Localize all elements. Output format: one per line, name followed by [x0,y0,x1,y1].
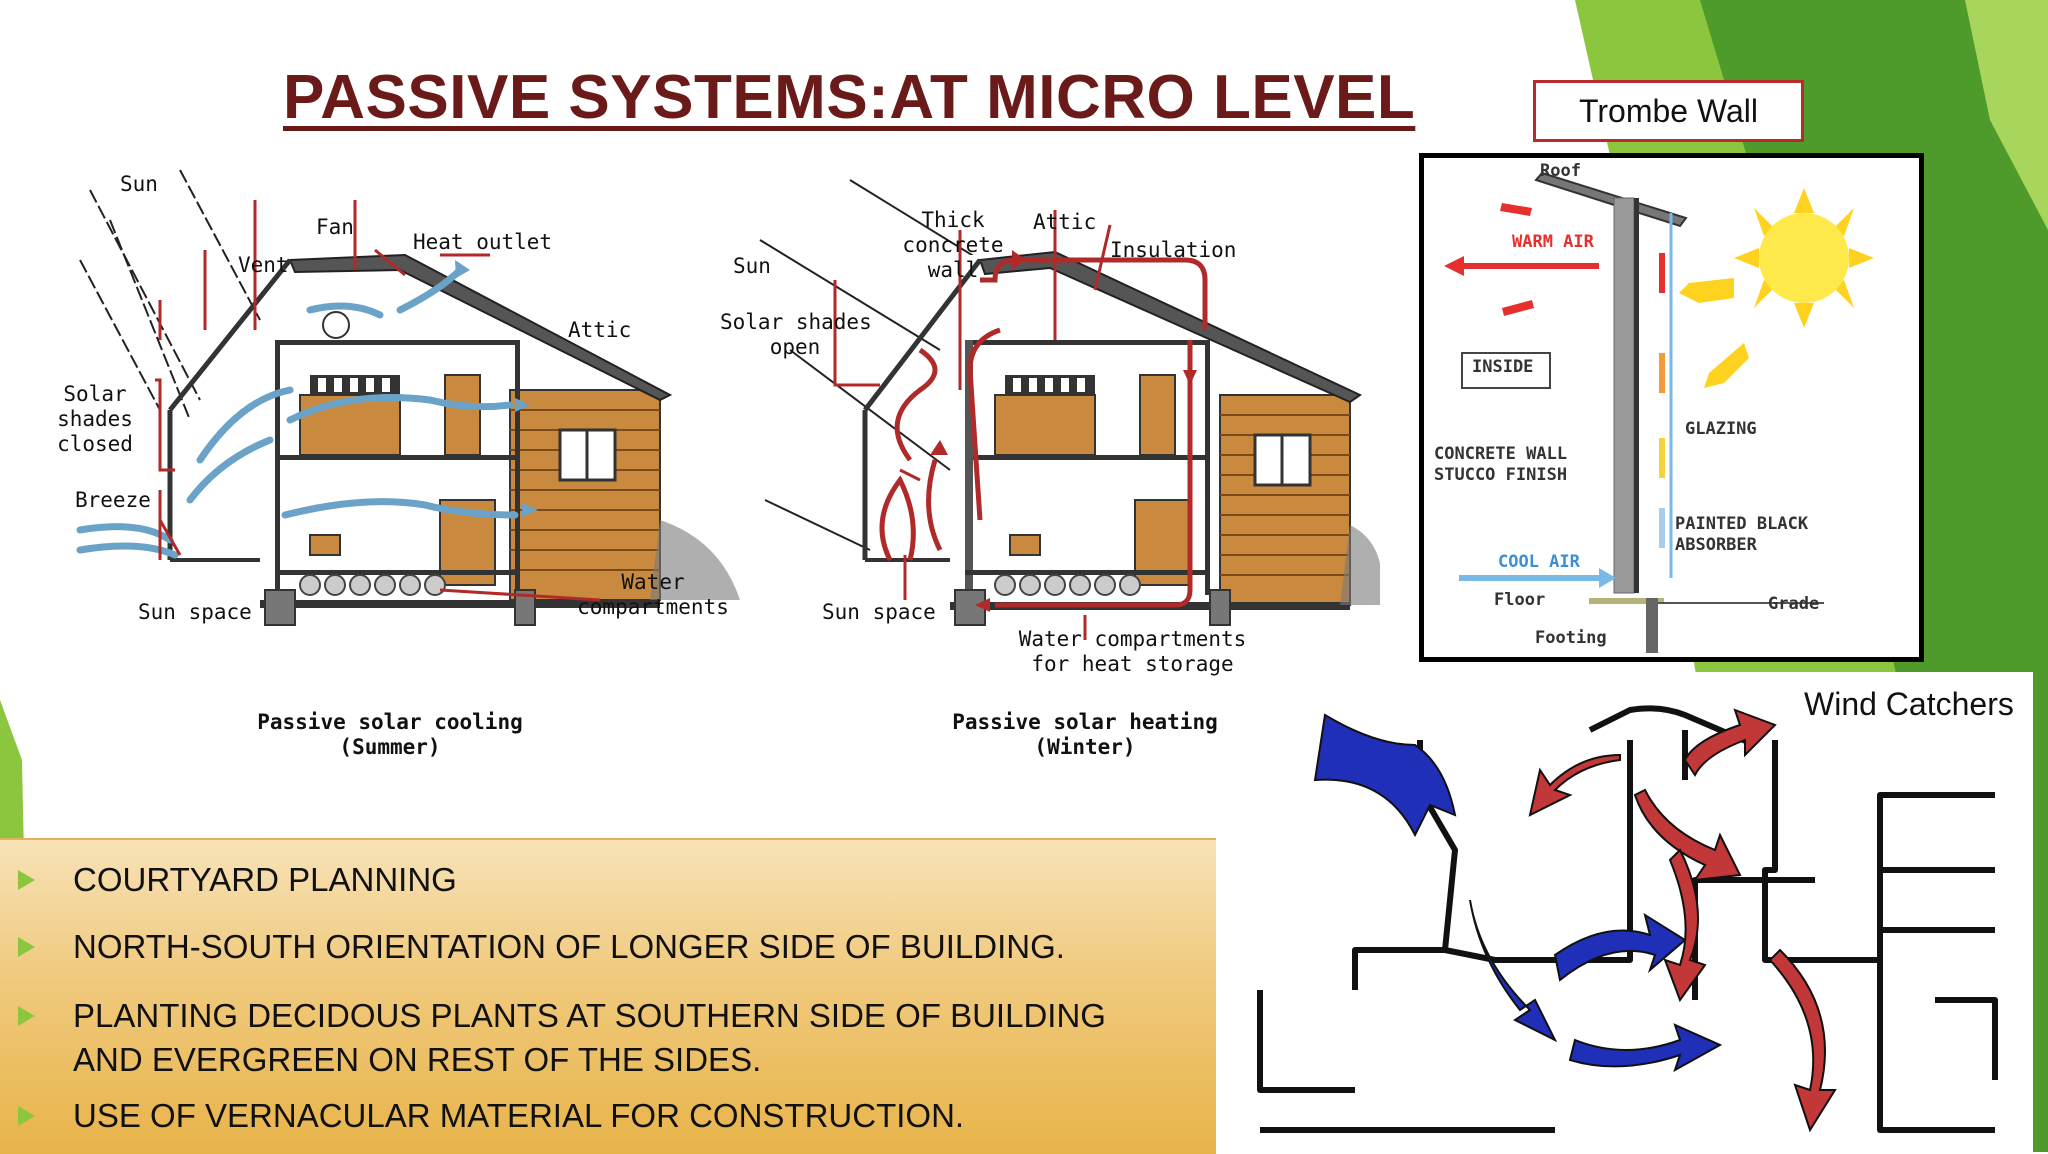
bullet-arrow-icon [18,870,35,890]
solar-shades-line-2: shades [57,407,133,431]
trombe-wall-title: Trombe Wall [1533,80,1804,142]
rising-air-orange [1659,353,1665,393]
bullet-item-3-line-2: AND EVERGREEN ON REST OF THE SIDES. [73,1041,762,1078]
absorber-line-1: PAINTED BLACK [1675,514,1809,534]
trombe-cool-air-label: COOL AIR [1498,552,1580,572]
blue-wind-arrows [1313,713,1723,1073]
inside-box [1461,352,1551,389]
heating-caption-title: Passive solar heating [952,710,1218,734]
wind-catchers-diagram [1257,705,1998,1133]
footing [1646,598,1658,653]
light-green-corner [1965,0,2048,230]
sun-rays [79,169,261,421]
warm-air-arrowhead [1444,256,1464,276]
trombe-footing-label: Footing [1535,628,1607,648]
heating-water-line-2: for heat storage [1031,652,1234,676]
cooling-sun-space-label: Sun space [138,600,252,624]
trombe-roof-label: Roof [1540,161,1581,181]
cooling-water-label: Water compartments [573,570,733,620]
cooling-caption-title: Passive solar cooling [257,710,523,734]
trombe-wall-drawing [1444,171,1874,653]
concrete-wall-line-2: STUCCO FINISH [1434,465,1568,485]
trombe-concrete-wall-label: CONCRETE WALL STUCCO FINISH [1434,444,1567,486]
cooling-caption: Passive solar cooling (Summer) [240,710,540,760]
cooling-attic-label: Attic [568,318,632,342]
callout-lines [155,200,601,602]
rising-air-red [1659,253,1665,293]
airflow-arrowheads [455,260,538,517]
floor-slab [1589,598,1664,604]
red-wind-arrows [1528,708,1837,1133]
cooling-solar-shades-label: Solar shades closed [55,382,135,457]
heating-shades-line-1: Solar shades [720,310,872,334]
heating-caption-season: (Winter) [1034,735,1136,759]
sun-icon [1734,188,1874,328]
trombe-absorber-label: PAINTED BLACK ABSORBER [1675,514,1808,556]
passive-solar-heating-diagram [759,179,1380,640]
bullet-item-3-line-1: PLANTING DECIDOUS PLANTS AT SOUTHERN SID… [73,997,1106,1034]
concrete-wall-line-1: CONCRETE WALL [1434,444,1568,464]
warm-air-dash-2 [1502,300,1534,316]
trombe-inside-label: INSIDE [1472,357,1534,377]
cooling-breeze-label: Breeze [75,488,151,512]
thick-wall-line-3: wall [927,258,979,282]
heating-thick-wall-label: Thick concrete wall [893,208,1013,283]
bullet-item-2: NORTH-SOUTH ORIENTATION OF LONGER SIDE O… [73,928,1065,965]
sun-rays [759,179,981,551]
house-structure [862,250,1380,626]
black-absorber [1634,198,1639,593]
trombe-grade-label: Grade [1768,594,1820,614]
cool-air-arrowhead [1599,568,1616,588]
bullet-list-panel: COURTYARD PLANNING NORTH-SOUTH ORIENTATI… [0,838,1216,1154]
heating-caption: Passive solar heating (Winter) [935,710,1235,760]
cooling-caption-season: (Summer) [339,735,441,759]
wind-catchers-title: Wind Catchers [1804,686,2014,722]
cooling-vent-label: Vent [238,253,289,277]
warm-air-dash-1 [1500,203,1532,216]
heating-sun-space-label: Sun space [822,600,936,624]
house-structure [167,253,740,626]
callout-lines [833,210,1112,640]
heating-attic-label: Attic [1033,210,1097,234]
rising-air-yellow [1659,438,1665,478]
warm-air-arrows [879,257,1208,608]
heating-insulation-label: Insulation [1110,238,1237,262]
airflow-arrows [76,266,519,559]
water-line-2: compartments [577,595,729,619]
bullet-arrow-icon [18,1006,35,1026]
bullet-arrow-icon [18,1106,35,1126]
heating-solar-shades-label: Solar shades open [720,310,872,360]
warm-air-arrowheads [930,250,1197,612]
trombe-wall-title-text: Trombe Wall [1579,92,1758,129]
bullet-item-4: USE OF VERNACULAR MATERIAL FOR CONSTRUCT… [73,1097,965,1134]
rising-air-blue [1659,508,1665,548]
sun-ray-arrows [1679,278,1749,388]
heating-water-label: Water compartments for heat storage [1000,627,1265,677]
water-line-1: Water [621,570,685,594]
passive-solar-cooling-diagram [76,169,740,626]
trombe-floor-label: Floor [1494,590,1546,610]
trombe-warm-air-label: WARM AIR [1512,232,1594,252]
solar-shades-line-1: Solar [63,382,127,406]
concrete-wall [1613,197,1635,594]
bullet-item-1: COURTYARD PLANNING [73,861,457,898]
absorber-line-2: ABSORBER [1675,535,1757,555]
heating-shades-line-2: open [769,335,821,359]
trombe-glazing-label: GLAZING [1685,419,1757,439]
heating-sun-label: Sun [733,254,771,278]
cooling-fan-label: Fan [316,215,354,239]
thick-wall-line-1: Thick [921,208,985,232]
heating-water-line-1: Water compartments [1018,627,1247,651]
cooling-sun-label: Sun [120,172,158,196]
bullet-arrow-icon [18,937,35,957]
slide-title: PASSIVE SYSTEMS:AT MICRO LEVEL [283,63,1416,132]
cooling-heat-outlet-label: Heat outlet [413,230,553,254]
solar-shades-line-3: closed [57,432,133,456]
thick-wall-line-2: concrete [902,233,1004,257]
